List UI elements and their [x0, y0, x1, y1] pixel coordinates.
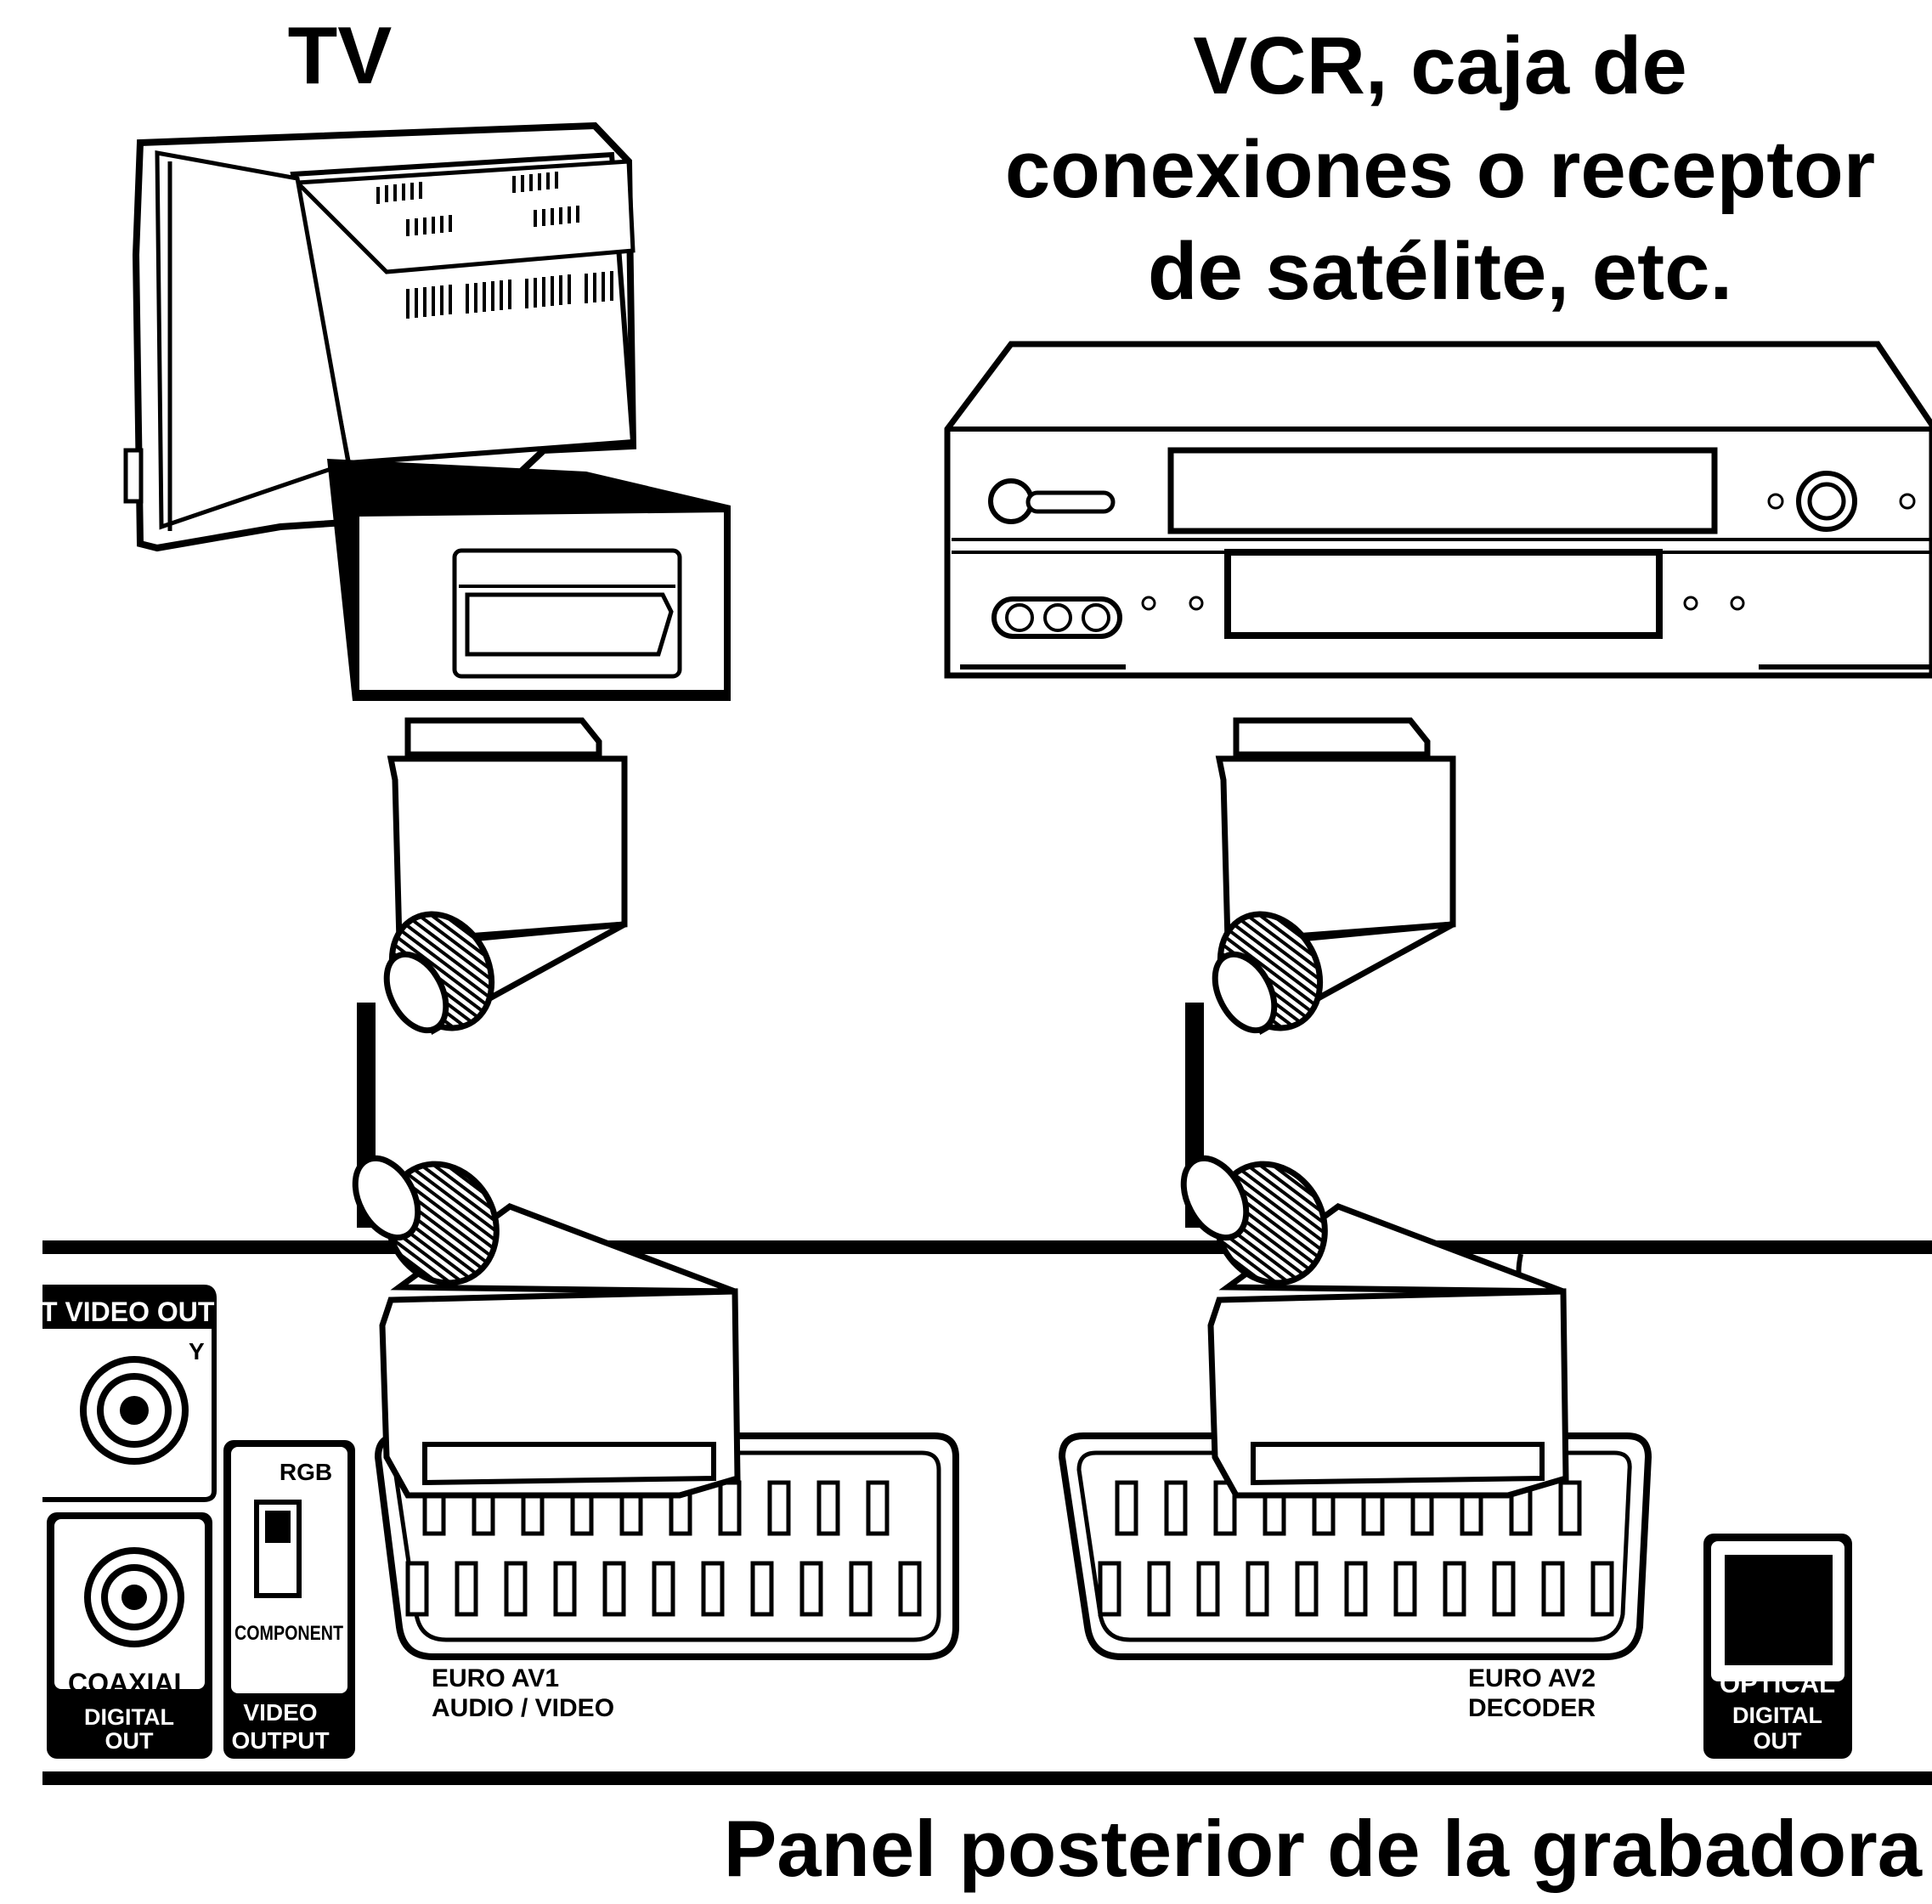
scart-cable-vcr: [1185, 720, 1453, 1228]
coaxial-digital-label: DIGITAL: [84, 1704, 174, 1730]
vcr-icon: [944, 341, 1932, 679]
video-output-label-1: VIDEO: [243, 1699, 317, 1726]
euro-av2-label: EURO AV2: [1468, 1664, 1596, 1692]
y-label: Y: [189, 1338, 205, 1364]
vcr-heading-line-3: de satélite, etc.: [1148, 226, 1732, 317]
component-video-out-jack: T VIDEO OUT Y: [41, 1285, 217, 1502]
optical-out-label: OUT: [1754, 1728, 1803, 1754]
euro-av1-label: EURO AV1: [432, 1664, 559, 1692]
euro-av1-scart-socket: EURO AV1 AUDIO / VIDEO: [352, 1155, 959, 1722]
euro-av2-scart-socket: EURO AV2 DECODER: [1058, 1155, 1652, 1722]
coaxial-label: COAXIAL: [68, 1668, 190, 1698]
scart-cable-tv: [357, 720, 624, 1228]
coaxial-out-label: OUT: [105, 1728, 155, 1754]
tv-heading: TV: [288, 10, 393, 101]
coaxial-digital-out-jack: COAXIAL DIGITAL OUT: [47, 1512, 212, 1759]
rear-panel-caption: Panel posterior de la grabadora: [724, 1804, 1923, 1893]
vcr-heading-line-2: conexiones o receptor: [1005, 124, 1875, 215]
rgb-label: RGB: [280, 1459, 332, 1485]
component-label: COMPONENT: [234, 1622, 343, 1645]
optical-digital-label: DIGITAL: [1732, 1703, 1822, 1728]
optical-label: OPTICAL: [1720, 1669, 1835, 1698]
vcr-heading-line-1: VCR, caja de: [1193, 20, 1687, 111]
optical-digital-out-jack: OPTICAL DIGITAL OUT: [1703, 1534, 1852, 1759]
euro-av2-sublabel: DECODER: [1468, 1694, 1596, 1722]
component-video-out-label: T VIDEO OUT: [41, 1297, 215, 1327]
euro-av1-sublabel: AUDIO / VIDEO: [432, 1694, 614, 1722]
video-output-switch: RGB COMPONENT VIDEO OUTPUT: [223, 1440, 355, 1759]
tv-icon: [123, 121, 731, 701]
video-output-label-2: OUTPUT: [231, 1727, 329, 1754]
vcr-heading: VCR, caja de conexiones o receptor de sa…: [1005, 20, 1875, 317]
